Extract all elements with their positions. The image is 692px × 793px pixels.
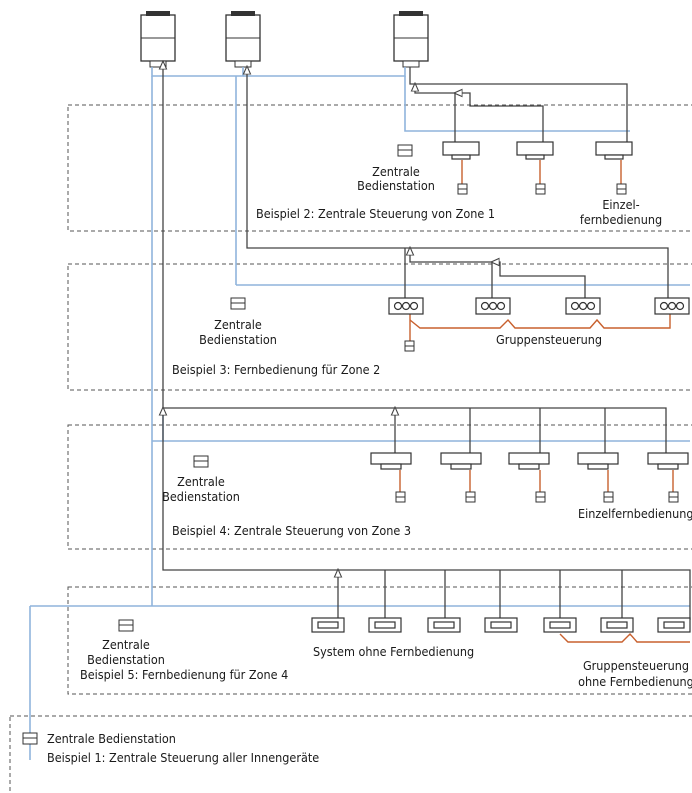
station-zone1-line1: Zentrale [372,164,420,179]
central-station-icon [397,144,413,157]
remote-controller [603,491,614,503]
example4-caption: Beispiel 4: Zentrale Steuerung von Zone … [172,523,411,538]
remote-controller [535,491,546,503]
station-all-label: Zentrale Bedienstation [47,731,176,746]
zone2-box [67,263,692,391]
einzel-zone1-line2: fernbedienung [580,212,662,227]
central-station-icon [118,619,134,632]
control-lines [29,67,690,760]
zone4-units [311,617,691,633]
outdoor-units [140,11,429,68]
remote-lines [399,160,690,643]
remote-controller [404,340,415,352]
zone1-box [67,104,692,232]
system-ohne-label: System ohne Fernbedienung [313,644,474,659]
zone-boxes [9,104,692,793]
station-zone2-line1: Zentrale [214,317,262,332]
example1-caption: Beispiel 1: Zentrale Steuerung aller Inn… [47,750,319,765]
remote-controller [668,491,679,503]
central-station-icon [193,455,209,468]
outdoor-unit-1 [140,11,176,68]
gruppe-ohne-line1: Gruppensteuerung [583,658,689,673]
central-station-icon [22,732,38,745]
gruppensteuerung-label: Gruppensteuerung [496,332,602,347]
zone3-units [370,452,689,470]
station-zone2-line2: Bedienstation [199,332,277,347]
remote-controller [616,183,627,195]
zone1-units [442,141,633,160]
remote-controller [395,491,406,503]
station-zone4-line1: Zentrale [102,637,150,652]
example3-caption: Beispiel 3: Fernbedienung für Zone 2 [172,362,380,377]
example5-caption: Beispiel 5: Fernbedienung für Zone 4 [80,667,288,682]
einzel-zone1-line1: Einzel- [602,197,639,212]
station-zone3-line1: Zentrale [177,474,225,489]
refrigerant-lines [163,62,691,620]
gruppe-ohne-line2: ohne Fernbedienung [578,674,692,689]
zone3-box [67,424,692,550]
einzel-zone3-label: Einzelfernbedienung [578,506,692,521]
indoor-units [311,141,691,633]
remote-controller [457,183,468,195]
station-zone1-line2: Bedienstation [357,178,435,193]
controllers [22,144,679,745]
zone4-box [67,586,692,695]
central-station-icon [230,297,246,310]
remote-controller [535,183,546,195]
station-zone3-line2: Bedienstation [162,489,240,504]
station-zone4-line2: Bedienstation [87,652,165,667]
remote-controller [465,491,476,503]
labels: Zentrale Bedienstation Einzel- fernbedie… [47,164,692,765]
zone2-units [388,297,690,315]
outdoor-unit-3 [393,11,429,68]
outdoor-unit-2 [225,11,261,68]
zone-all-box [9,715,692,793]
example2-caption: Beispiel 2: Zentrale Steuerung von Zone … [256,206,495,221]
